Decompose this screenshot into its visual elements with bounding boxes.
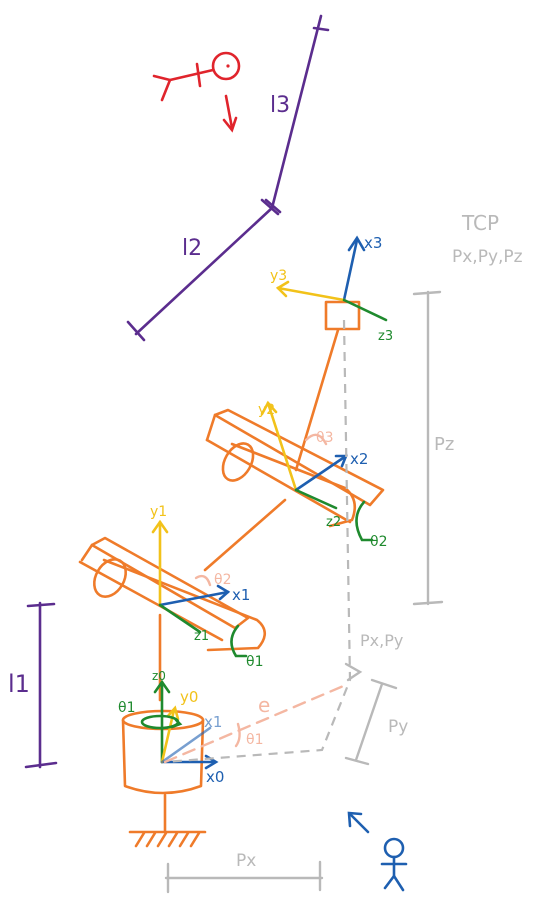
frame-3: x3 y3 z3 [270,234,393,344]
theta2-joint-label: θ2 [370,534,387,550]
z2-label: z2 [326,515,341,530]
pxpy-label: Px,Py [360,631,403,650]
l1-dimension: l1 [8,601,58,769]
tcp-title: TCP [461,211,499,235]
e-distance: e θ1 [163,682,350,764]
y2-label: y2 [258,402,275,418]
frame-2: y2 x2 z2 θ2 θ3 [258,400,387,550]
arm-links [158,328,340,702]
pz-label: Pz [434,434,454,455]
l3-label: l3 [270,93,290,118]
tcp-annotation: TCP Px,Py,Pz [452,211,523,267]
x2-label: x2 [350,450,368,468]
tcp-projection [164,319,352,764]
z0-label: z0 [152,669,166,683]
pz-dimension: Pz [412,290,454,606]
z3-label: z3 [378,329,393,344]
y1-label: y1 [150,504,167,520]
y0-label: y0 [180,688,198,706]
l2-dimension: l2 [126,198,280,342]
py-label: Py [388,717,408,737]
ground-hatch-icon [128,793,207,848]
z1-label: z1 [194,629,209,644]
joint2-cylinder [205,408,385,528]
x0-label: x0 [206,768,224,786]
pxpy-point: Px,Py [344,631,403,682]
x1-base-label: x1 [204,713,222,731]
theta2-angle-label: θ2 [214,572,231,588]
theta1-base-label: θ1 [118,700,135,716]
frame-0: z0 x0 y0 x1 θ1 [118,669,224,786]
l1-label: l1 [8,670,30,698]
py-dimension: Py [344,678,408,766]
y3-label: y3 [270,268,287,284]
e-label: e [258,693,270,717]
x3-label: x3 [364,234,382,252]
px-dimension: Px [164,851,324,894]
theta3-angle-label: θ3 [316,430,333,446]
stick-figure-icon [347,811,408,892]
x1-joint-label: x1 [232,586,250,604]
stick-figure-icon [152,51,241,133]
joint1-cylinder [78,536,267,652]
frame-1: y1 x1 z1 θ1 θ2 [150,504,263,670]
end-effector-block [324,300,361,331]
theta1-angle-label: θ1 [246,732,263,748]
theta1-joint-label: θ1 [246,654,263,670]
tcp-coords: Px,Py,Pz [452,247,523,267]
l2-label: l2 [182,236,202,261]
l3-dimension: l3 [264,14,330,214]
px-label: Px [236,851,256,871]
